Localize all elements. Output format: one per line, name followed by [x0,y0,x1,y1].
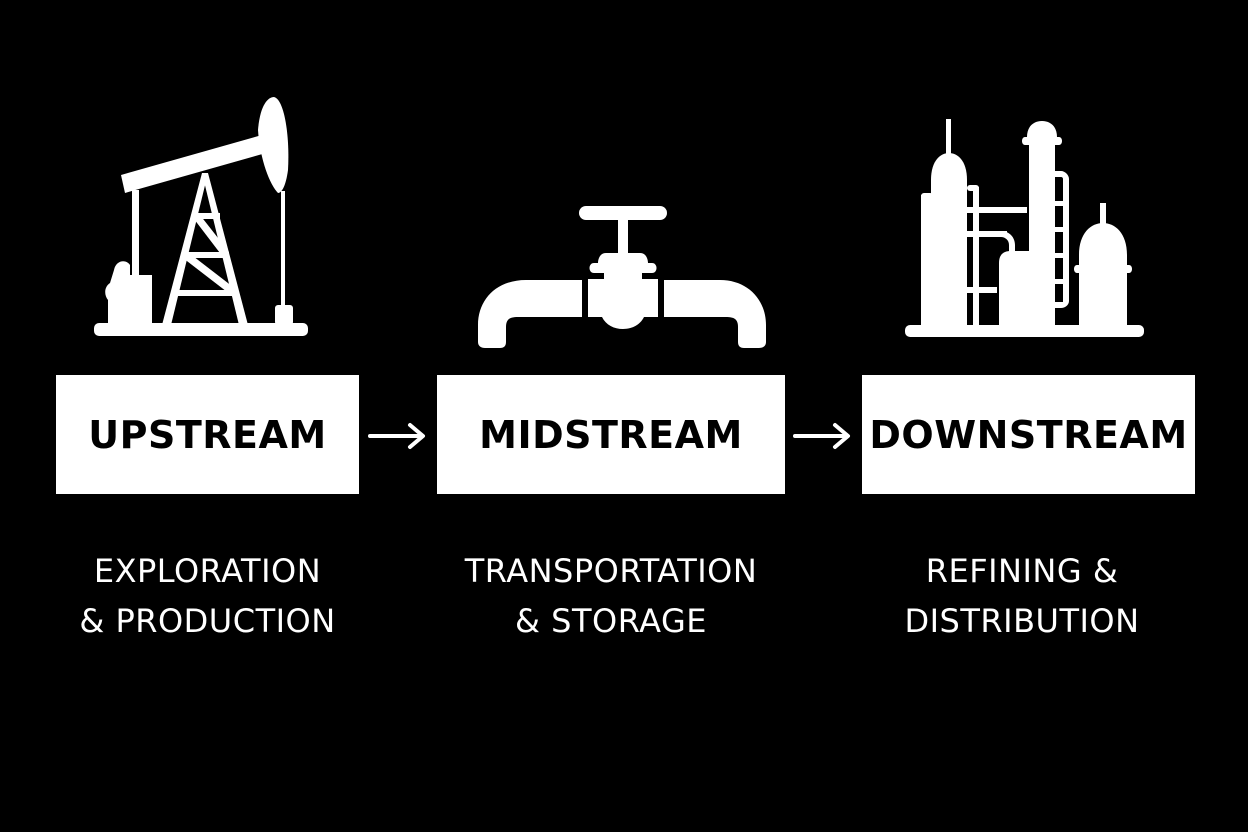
downstream-description: REFINING & DISTRIBUTION [862,546,1182,646]
arrow-right-icon [368,423,425,449]
downstream-description-line1: REFINING & [925,552,1119,590]
pipeline-valve-icon [476,205,768,350]
upstream-description-line2: & PRODUCTION [79,602,336,640]
downstream-description-line2: DISTRIBUTION [904,602,1140,640]
refinery-icon [903,115,1145,340]
downstream-label: DOWNSTREAM [869,412,1188,457]
upstream-description-line1: EXPLORATION [93,552,322,590]
upstream-description: EXPLORATION & PRODUCTION [56,546,359,646]
midstream-description-line1: TRANSPORTATION [464,552,758,590]
midstream-stage-box: MIDSTREAM [437,375,785,494]
upstream-stage-box: UPSTREAM [56,375,359,494]
midstream-label: MIDSTREAM [479,412,743,457]
upstream-label: UPSTREAM [88,412,327,457]
arrow-right-icon [793,423,850,449]
oil-pumpjack-icon [90,95,312,340]
midstream-description-line2: & STORAGE [515,602,707,640]
midstream-description: TRANSPORTATION & STORAGE [437,546,785,646]
downstream-stage-box: DOWNSTREAM [862,375,1195,494]
